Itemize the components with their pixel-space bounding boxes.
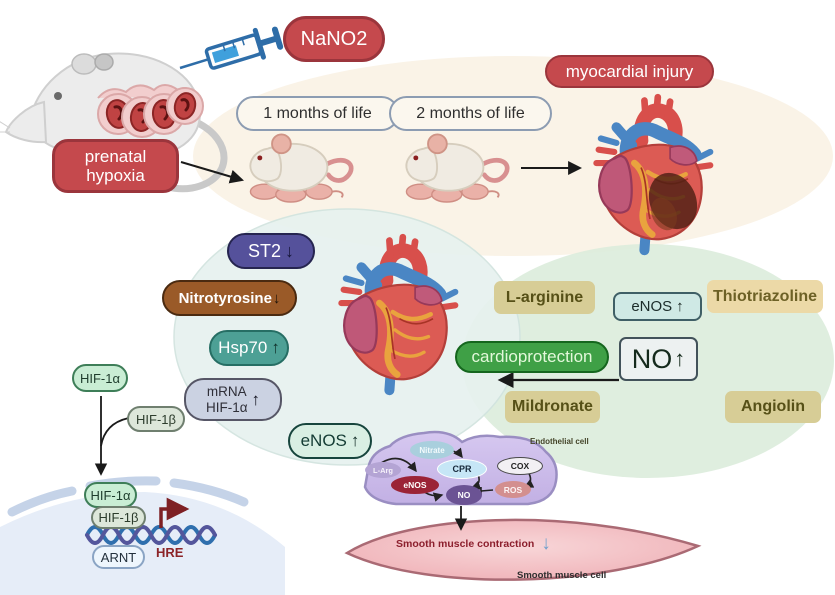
protected-heart-illustration bbox=[341, 237, 455, 390]
smooth-muscle-contraction-label: Smooth muscle contraction ↓ bbox=[396, 533, 551, 554]
nano2-label: NaNO2 bbox=[300, 27, 368, 50]
no-badge: NO ↑ bbox=[619, 337, 698, 381]
smooth-muscle-cell-label: Smooth muscle cell bbox=[517, 570, 607, 581]
angiolin-badge: Angiolin bbox=[725, 391, 821, 423]
injured-heart-illustration bbox=[596, 97, 710, 250]
nucleus-illustration bbox=[0, 476, 285, 595]
myocardial-injury-badge: myocardial injury bbox=[545, 55, 714, 88]
up-arrow-icon: ↑ bbox=[350, 431, 360, 450]
nitrate-node: Nitrate bbox=[410, 441, 454, 459]
syringe-icon bbox=[179, 26, 284, 70]
l-arginine-badge: L-arginine bbox=[494, 281, 595, 314]
two-months-badge: 2 months of life bbox=[389, 96, 552, 131]
st2-badge: ST2 ↓ bbox=[227, 233, 315, 269]
hif1a-nuclear-badge: HIF-1α bbox=[84, 482, 137, 508]
nitrotyrosine-badge: Nitrotyrosine ↓ bbox=[162, 280, 297, 316]
hre-label: HRE bbox=[156, 545, 184, 560]
dna-helix-icon bbox=[85, 525, 217, 545]
enos-badge-heart: eNOS ↑ bbox=[288, 423, 372, 459]
infarct-area bbox=[648, 172, 698, 231]
cardioprotection-badge: cardioprotection bbox=[455, 341, 609, 373]
prenatal-hypoxia-label: prenatal hypoxia bbox=[84, 146, 147, 185]
up-arrow-icon: ↑ bbox=[251, 389, 261, 409]
thiotriazoline-badge: Thiotriazoline bbox=[707, 280, 823, 313]
down-arrow-icon: ↓ bbox=[285, 240, 294, 261]
cpr-node: CPR bbox=[437, 459, 487, 479]
hsp70-badge: Hsp70 ↑ bbox=[209, 330, 289, 366]
transcription-start-arrow bbox=[159, 497, 190, 528]
embryo-sacs bbox=[97, 87, 204, 138]
up-arrow-icon: ↑ bbox=[271, 338, 280, 357]
mouse-pups-1-month-illustration bbox=[250, 134, 351, 202]
no-node: NO bbox=[446, 485, 482, 505]
mouse-pups-2-months-illustration bbox=[406, 134, 507, 202]
nano2-badge: NaNO2 bbox=[283, 16, 385, 62]
prenatal-hypoxia-badge: prenatal hypoxia bbox=[52, 139, 179, 193]
hif1b-badge: HIF-1β bbox=[127, 406, 185, 432]
l-arg-node: L-Arg bbox=[365, 462, 401, 478]
hif1b-nuclear-badge: HIF-1β bbox=[91, 506, 146, 529]
enos-badge-right: eNOS ↑ bbox=[613, 292, 702, 321]
one-month-label: 1 months of life bbox=[263, 104, 372, 122]
mrna-hif1a-badge: mRNA HIF-1α ↑ bbox=[184, 378, 282, 421]
myocardial-injury-label: myocardial injury bbox=[565, 61, 694, 81]
enos-node: eNOS bbox=[391, 476, 439, 494]
up-arrow-icon: ↑ bbox=[674, 346, 686, 371]
hif1a-badge: HIF-1α bbox=[72, 364, 128, 392]
cox-node: COX bbox=[497, 457, 543, 475]
up-arrow-icon: ↑ bbox=[676, 298, 684, 315]
arnt-badge: ARNT bbox=[92, 545, 145, 569]
endothelial-cell-label: Endothelial cell bbox=[530, 437, 589, 446]
two-months-label: 2 months of life bbox=[416, 104, 525, 122]
down-arrow-icon: ↓ bbox=[272, 289, 281, 307]
down-arrow-icon: ↓ bbox=[541, 533, 551, 554]
one-month-badge: 1 months of life bbox=[236, 96, 399, 131]
mildronate-badge: Mildronate bbox=[505, 391, 600, 423]
ros-node: ROS bbox=[495, 481, 531, 498]
